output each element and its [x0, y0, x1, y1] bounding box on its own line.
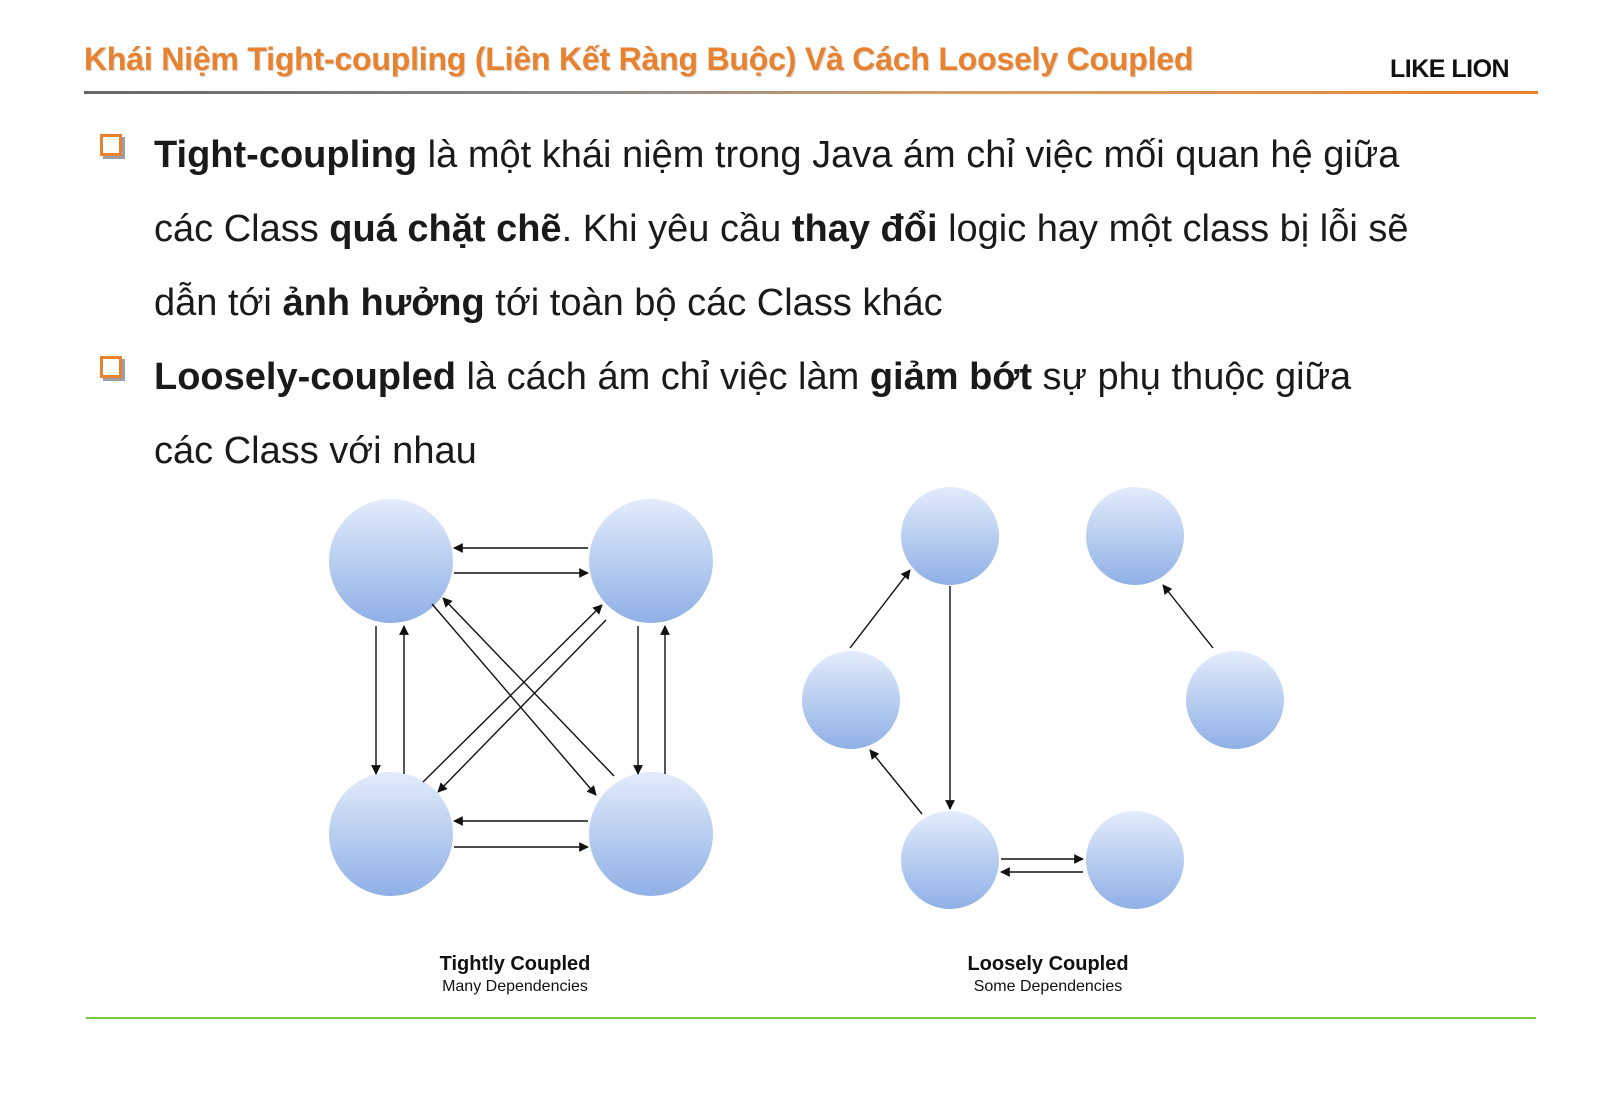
bullet-list: Tight-coupling là một khái niệm trong Ja… — [100, 118, 1580, 488]
line: Tight-coupling là một khái niệm trong Ja… — [154, 118, 1580, 192]
footer-rule — [86, 1017, 1536, 1019]
line: các Class với nhau — [154, 414, 1580, 488]
bold-term: ảnh hưởng — [282, 282, 485, 324]
tight-caption-title: Tightly Coupled — [440, 953, 591, 975]
checkbox-bullet-icon — [100, 134, 122, 156]
text-run: là một khái niệm trong Java ám chỉ việc … — [417, 134, 1400, 176]
tight-node-2 — [589, 499, 713, 623]
bold-term: quá chặt chẽ — [329, 208, 562, 250]
bold-term: thay đổi — [791, 208, 938, 250]
tight-arrow — [442, 597, 615, 777]
tightly-coupled-diagram — [329, 499, 713, 896]
loose-node-3 — [802, 651, 900, 749]
tight-arrow — [431, 603, 597, 796]
loose-node-4 — [1186, 651, 1284, 749]
loose-node-1 — [901, 487, 999, 585]
text-run: các Class với nhau — [154, 430, 477, 472]
bold-term: giảm bớt — [869, 356, 1032, 398]
text-run: . Khi yêu cầu — [561, 208, 792, 250]
tight-node-4 — [589, 772, 713, 896]
text-run: logic hay một class bị lỗi sẽ — [937, 208, 1409, 250]
bold-term: Tight-coupling — [154, 134, 418, 176]
loose-node-5 — [901, 811, 999, 909]
tight-arrow — [422, 604, 603, 783]
loose-arrow — [869, 749, 923, 815]
text-run: dẫn tới — [154, 282, 283, 324]
loose-arrow — [1162, 584, 1214, 649]
tight-node-1 — [329, 499, 453, 623]
slide-title: Khái Niệm Tight-coupling (Liên Kết Ràng … — [84, 41, 1194, 77]
likelion-logo: LIKE LION — [1390, 55, 1510, 83]
loose-caption-subtitle: Some Dependencies — [974, 978, 1123, 995]
bullet-tight-coupling: Tight-coupling là một khái niệm trong Ja… — [100, 118, 1580, 340]
line: Loosely-coupled là cách ám chỉ việc làm … — [154, 340, 1580, 414]
loose-node-6 — [1086, 811, 1184, 909]
text-run: tới toàn bộ các Class khác — [484, 282, 943, 324]
tight-caption-subtitle: Many Dependencies — [442, 978, 588, 995]
tight-arrow — [437, 619, 607, 793]
tight-node-3 — [329, 772, 453, 896]
loose-node-2 — [1086, 487, 1184, 585]
text-run: các Class — [154, 208, 330, 250]
loose-arrow — [849, 569, 911, 649]
title-underline — [84, 91, 1538, 94]
line: các Class quá chặt chẽ. Khi yêu cầu thay… — [154, 192, 1580, 266]
loose-caption-title: Loosely Coupled — [967, 953, 1128, 975]
text-run: là cách ám chỉ việc làm — [455, 356, 870, 398]
text-run: sự phụ thuộc giữa — [1031, 356, 1352, 398]
bold-term: Loosely-coupled — [154, 356, 456, 398]
bullet-loosely-coupled: Loosely-coupled là cách ám chỉ việc làm … — [100, 340, 1580, 488]
line: dẫn tới ảnh hưởng tới toàn bộ các Class … — [154, 266, 1580, 340]
checkbox-bullet-icon — [100, 356, 122, 378]
loosely-coupled-diagram — [802, 487, 1284, 909]
